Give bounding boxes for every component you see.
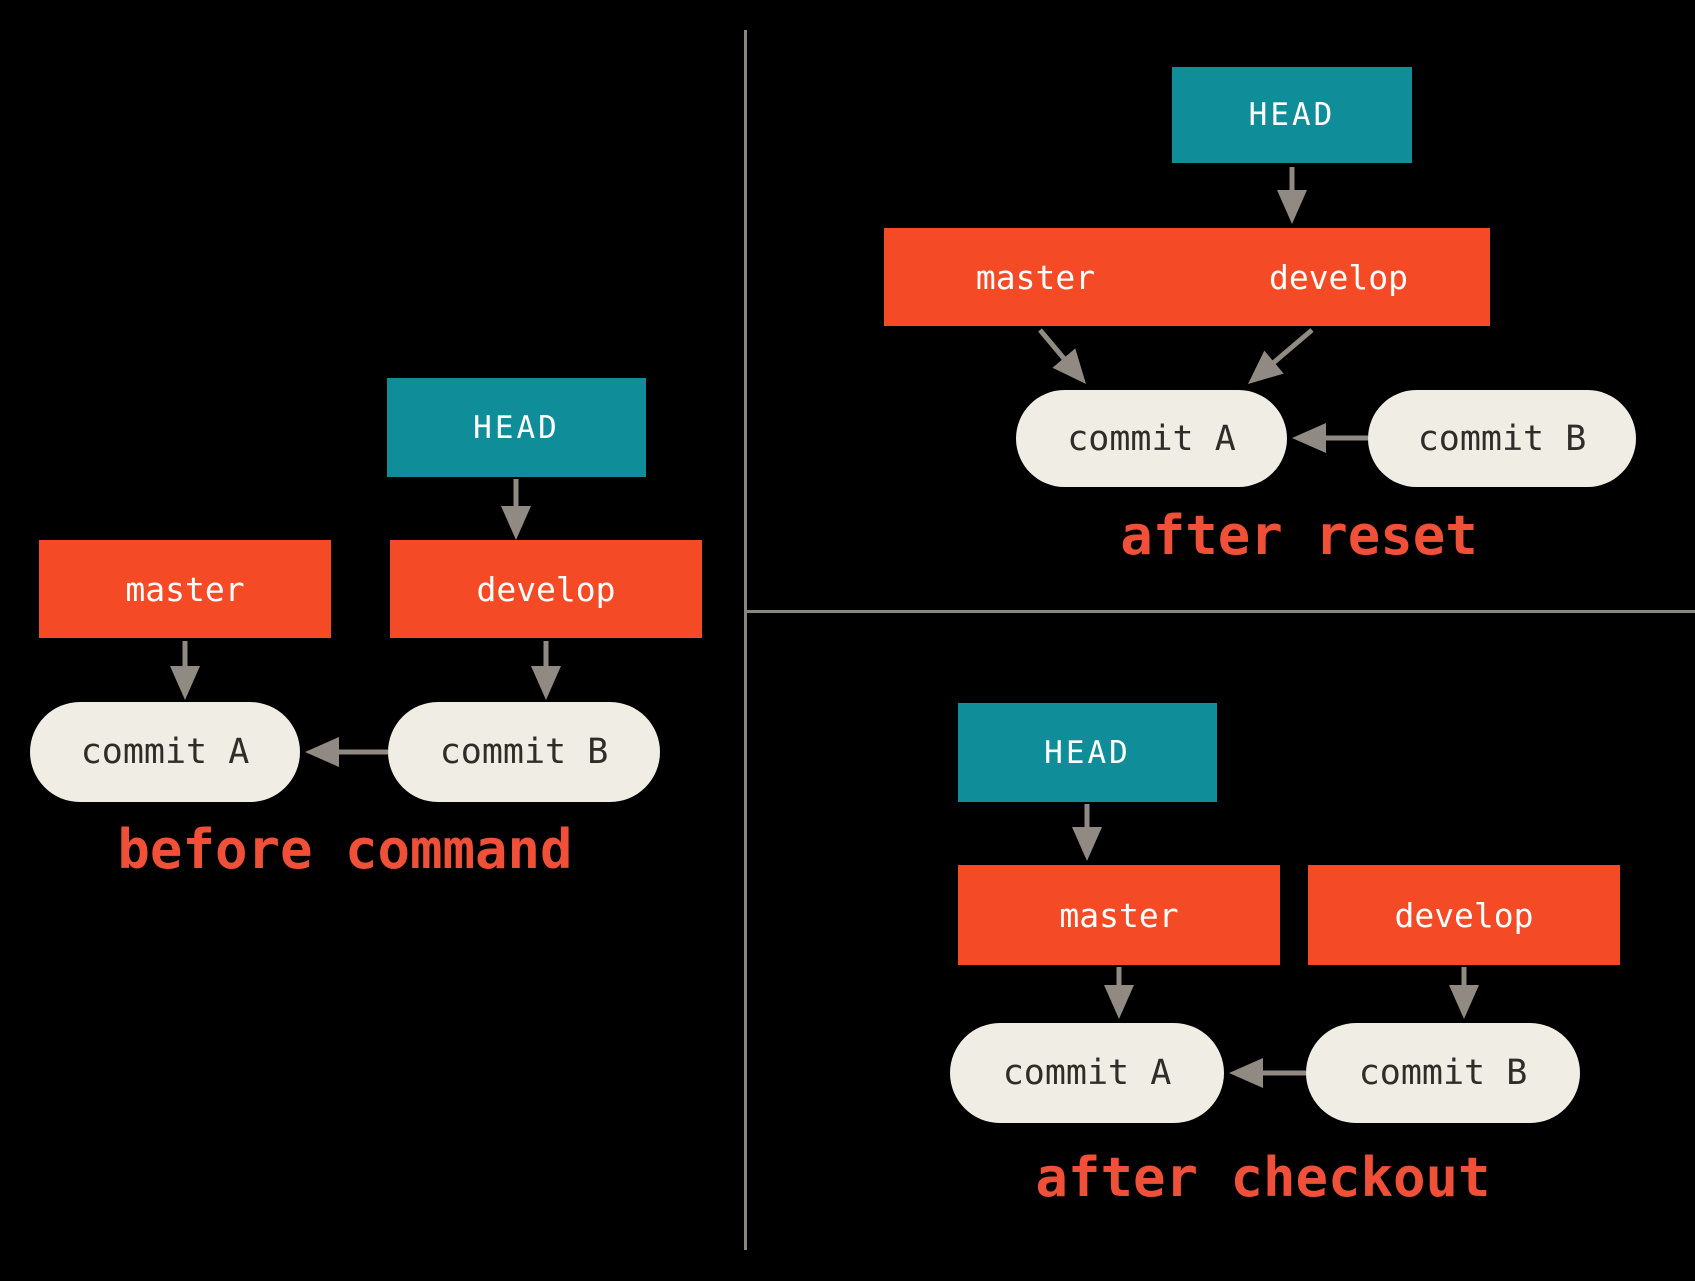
reset-commit-a-label: commit A	[1067, 418, 1236, 459]
before-head-box: HEAD	[387, 378, 646, 477]
reset-commit-b-label: commit B	[1417, 418, 1587, 459]
before-head-label: HEAD	[473, 409, 560, 446]
before-develop-label: develop	[476, 569, 616, 609]
arrow-before-head-to-develop	[501, 479, 531, 540]
arrow-reset-commit-b-to-commit-a	[1292, 423, 1368, 453]
arrow-before-develop-to-commit-b	[531, 641, 561, 700]
arrow-checkout-develop-to-commit-b	[1449, 967, 1479, 1019]
reset-commit-a-pill: commit A	[1016, 390, 1287, 487]
checkout-head-label: HEAD	[1044, 734, 1131, 771]
before-caption: before command	[117, 818, 573, 881]
before-commit-b-pill: commit B	[388, 702, 660, 802]
before-branch-box-master: master	[39, 540, 331, 638]
checkout-branch-box-develop: develop	[1308, 865, 1620, 965]
before-commit-a-label: commit A	[80, 732, 250, 772]
reset-head-box: HEAD	[1172, 67, 1412, 163]
reset-develop-label: develop	[1268, 257, 1409, 297]
reset-head-label: HEAD	[1248, 97, 1336, 133]
checkout-master-label: master	[1059, 895, 1179, 935]
arrow-checkout-head-to-master	[1072, 804, 1102, 861]
reset-master-label: master	[975, 257, 1096, 297]
arrow-checkout-master-to-commit-a	[1104, 967, 1134, 1019]
vertical-divider	[744, 30, 747, 1250]
arrow-before-commit-b-to-commit-a	[305, 737, 388, 767]
before-commit-a-pill: commit A	[30, 702, 300, 802]
checkout-branch-box-master: master	[958, 865, 1280, 965]
checkout-develop-label: develop	[1394, 895, 1534, 935]
checkout-commit-a-label: commit A	[1002, 1053, 1172, 1093]
arrow-before-master-to-commit-a	[170, 641, 200, 700]
checkout-caption: after checkout	[1035, 1146, 1491, 1209]
arrow-reset-develop-to-commit-a	[1248, 328, 1314, 384]
checkout-commit-a-pill: commit A	[950, 1023, 1224, 1123]
horizontal-divider	[745, 610, 1695, 613]
checkout-commit-b-label: commit B	[1358, 1053, 1528, 1093]
arrow-reset-master-to-commit-a	[1038, 328, 1086, 384]
checkout-commit-b-pill: commit B	[1306, 1023, 1580, 1123]
before-branch-box-develop: develop	[390, 540, 702, 638]
reset-commit-b-pill: commit B	[1368, 390, 1636, 487]
checkout-head-box: HEAD	[958, 703, 1217, 802]
reset-caption: after reset	[1120, 504, 1478, 567]
arrow-checkout-commit-b-to-commit-a	[1229, 1058, 1306, 1088]
before-commit-b-label: commit B	[439, 732, 609, 772]
arrow-reset-head-to-branches	[1277, 167, 1307, 224]
reset-branches-box: master develop	[884, 228, 1490, 326]
before-master-label: master	[125, 569, 245, 609]
